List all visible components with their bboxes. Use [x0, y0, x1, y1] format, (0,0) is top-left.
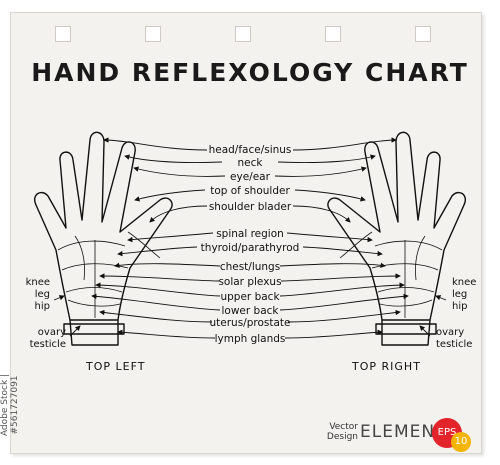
binding-hole: [325, 26, 341, 42]
left-leader-lines: [91, 137, 226, 339]
label-lymph-glands: lymph glands: [215, 333, 286, 345]
label-head-face-sinus: head/face/sinus: [209, 144, 292, 156]
side-leader-lines: [53, 295, 447, 337]
right-side-labels-lower: ovary testicle: [436, 327, 488, 351]
label-eye-ear: eye/ear: [230, 171, 271, 183]
binding-hole: [235, 26, 251, 42]
label-ovary-left: ovary: [37, 327, 66, 338]
label-neck: neck: [238, 157, 264, 169]
brand-name: ELEMENT: [360, 422, 447, 442]
right-side-labels-upper: knee leg hip: [452, 277, 488, 313]
label-thyroid-parathyrod: thyroid/parathyrod: [201, 242, 300, 254]
center-labels: head/face/sinus neck eye/ear top of shou…: [201, 144, 300, 345]
label-lower-back: lower back: [222, 305, 280, 317]
right-hand-outline: [327, 131, 466, 346]
brand-line-vector: Vector: [329, 422, 358, 432]
caption-top-right: TOP RIGHT: [352, 360, 421, 373]
binding-hole: [55, 26, 71, 42]
binding-hole: [415, 26, 431, 42]
stock-id-text: Adobe Stock | #561727091: [0, 373, 20, 437]
label-testicle-left: testicle: [29, 339, 66, 350]
label-testicle-right: testicle: [436, 339, 473, 350]
stock-id-strip: Adobe Stock | #561727091: [0, 340, 20, 460]
label-hip-right: hip: [452, 301, 468, 312]
label-upper-back: upper back: [220, 291, 280, 303]
label-knee-left: knee: [25, 277, 50, 288]
left-side-labels-lower: ovary testicle: [14, 327, 66, 351]
right-hand-zones: [339, 231, 443, 318]
eps-version-badge: 10: [451, 432, 471, 452]
right-leader-lines: [274, 137, 409, 339]
label-leg-right: leg: [452, 289, 468, 300]
label-chest-lungs: chest/lungs: [220, 261, 280, 273]
binding-hole: [145, 26, 161, 42]
label-hip-left: hip: [34, 301, 50, 312]
label-knee-right: knee: [452, 277, 477, 288]
label-spinal-region: spinal region: [216, 228, 284, 240]
left-hand-zones: [57, 231, 161, 318]
notepad-sheet: [10, 12, 482, 454]
brand-tagline: Vector Design: [318, 422, 358, 442]
label-leg-left: leg: [34, 289, 50, 300]
caption-top-left: TOP LEFT: [86, 360, 146, 373]
left-hand-outline: [34, 131, 173, 346]
label-uterus-prostate: uterus/prostate: [210, 317, 291, 329]
label-ovary-right: ovary: [436, 327, 465, 338]
label-shoulder-blader: shoulder blader: [209, 201, 292, 213]
label-top-of-shoulder: top of shoulder: [210, 185, 290, 197]
label-solar-plexus: solar plexus: [218, 276, 281, 288]
left-side-labels-upper: knee leg hip: [14, 277, 50, 313]
brand-logo: Vector Design ELEMENT EPS 10: [318, 418, 483, 452]
brand-line-design: Design: [326, 432, 358, 442]
chart-title: HAND REFLEXOLOGY CHART: [31, 58, 469, 87]
